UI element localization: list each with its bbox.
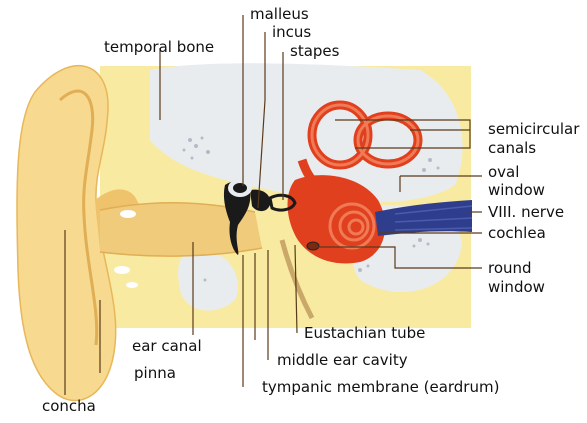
label-concha: concha: [42, 398, 96, 415]
round-window-shape: [307, 242, 319, 250]
label-oval-window-line2: window: [488, 182, 545, 199]
label-pinna: pinna: [134, 365, 176, 382]
label-stapes: stapes: [290, 43, 339, 60]
label-cochlea: cochlea: [488, 225, 546, 242]
label-eustachian-tube: Eustachian tube: [304, 325, 425, 342]
label-semicircular-canals-line2: canals: [488, 140, 536, 157]
label-viii-nerve: VIII. nerve: [488, 204, 564, 221]
label-malleus: malleus: [250, 6, 309, 23]
canal-highlight: [120, 210, 136, 218]
label-ear-canal: ear canal: [132, 338, 202, 355]
label-round-window-line1: round: [488, 260, 532, 277]
label-temporal-bone: temporal bone: [104, 39, 214, 56]
label-incus: incus: [272, 24, 311, 41]
label-tympanic-membrane: tympanic membrane (eardrum): [262, 379, 499, 396]
label-round-window-line2: window: [488, 279, 545, 296]
label-semicircular-canals-line1: semicircular: [488, 121, 579, 138]
label-oval-window-line1: oval: [488, 164, 519, 181]
label-middle-ear-cavity: middle ear cavity: [277, 352, 408, 369]
